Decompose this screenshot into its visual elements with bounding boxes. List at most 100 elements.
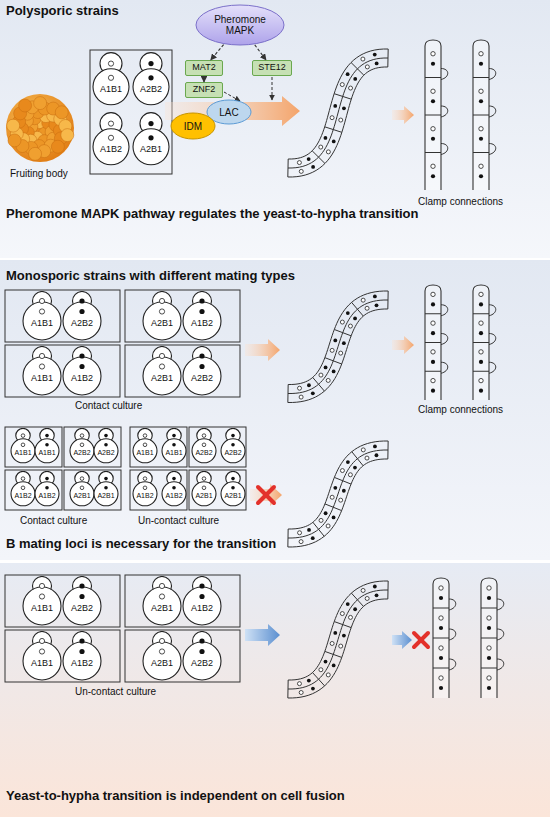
septum: [425, 152, 441, 153]
body-circle: [192, 482, 216, 506]
nucleus-open: [159, 353, 164, 358]
nucleus-filled: [45, 434, 49, 438]
yeast-cell: A1B1: [161, 428, 187, 466]
mating-type-label: A2B2: [55, 319, 109, 328]
nucleus-filled: [172, 434, 176, 438]
yeast-cell: A2B2: [55, 291, 109, 341]
nucleus-filled: [148, 135, 153, 140]
mating-type-label: A2B1: [132, 145, 170, 154]
fruiting-body-base: [6, 94, 74, 162]
nucleus-open: [487, 616, 491, 620]
yeast-cell: A1B2: [34, 471, 60, 509]
yeast-cell: A1B1: [15, 631, 69, 681]
nucleus-open: [297, 682, 301, 686]
nucleus-filled: [375, 453, 379, 457]
nucleus-open: [39, 309, 44, 314]
cell-outline: [175, 576, 229, 626]
nucleus-open: [326, 673, 330, 677]
hypha-wall: [473, 285, 489, 400]
nucleus-filled: [324, 366, 328, 370]
yeast-cell: A2B1: [191, 471, 217, 509]
nucleus-open: [361, 588, 365, 592]
mating-type-label: A2B1: [135, 659, 189, 668]
nucleus-filled: [311, 687, 315, 691]
mating-type-label: A1B1: [10, 449, 36, 456]
ellipse-shape: [171, 113, 215, 139]
mating-type-label: A2B1: [93, 492, 119, 499]
septum: [325, 504, 342, 511]
nucleus-filled: [439, 686, 443, 690]
yeast-cell: A2B1: [132, 112, 170, 170]
nucleus-open: [348, 615, 352, 619]
nucleus-filled: [307, 157, 311, 161]
nucleus-filled: [373, 295, 377, 299]
hypha-wall: [433, 578, 449, 698]
panel-caption: Yeast-to-hypha transition is independent…: [6, 789, 345, 803]
nucleus-open: [326, 378, 330, 382]
septum: [352, 302, 364, 316]
mating-type-label: A1B2: [132, 492, 158, 499]
septum: [334, 622, 351, 628]
nucleus-open: [479, 321, 483, 325]
mating-type-label: A2B1: [135, 604, 189, 613]
nucleus-open: [159, 583, 164, 588]
nucleus-filled: [307, 528, 311, 532]
mating-type-label: A1B1: [161, 449, 187, 456]
nucleus-filled: [375, 303, 379, 307]
nucleus-open: [299, 540, 303, 544]
yeast-cell: A2B2: [175, 346, 229, 396]
cell-outline: [132, 428, 158, 466]
nucleus-filled: [479, 99, 483, 103]
nucleus-open: [479, 378, 483, 382]
mating-type-label: A2B2: [69, 449, 95, 456]
nucleus-filled: [79, 364, 84, 369]
body-circle: [70, 439, 94, 463]
nucleus-open: [143, 443, 147, 447]
fruiting-body-lobe: [51, 140, 64, 153]
yeast-cell: A1B1: [15, 291, 69, 341]
mating-type-label: A1B2: [161, 492, 187, 499]
mating-type-label: A2B1: [135, 319, 189, 328]
nucleus-filled: [199, 353, 204, 358]
cell-outline: [55, 291, 109, 341]
septum: [473, 371, 489, 372]
nucleus-filled: [172, 486, 176, 490]
cell-outline: [15, 291, 69, 341]
nucleus-filled: [375, 62, 379, 66]
yeast-cell: A2B1: [135, 291, 189, 341]
body-circle: [94, 439, 118, 463]
cell-outline: [175, 346, 229, 396]
nucleus-filled: [172, 443, 176, 447]
nucleus-filled: [479, 137, 483, 141]
nucleus-open: [330, 116, 334, 120]
yeast-cell: A1B1: [15, 576, 69, 626]
nucleus-filled: [199, 583, 204, 588]
nucleus-filled: [79, 583, 84, 588]
fruiting-body-lobe: [7, 119, 20, 132]
mating-type-label: A2B2: [175, 659, 229, 668]
pathway-label: IDM: [170, 112, 216, 140]
nucleus-filled: [333, 631, 337, 635]
yeast-cell: A2B1: [135, 576, 189, 626]
nucleus-open: [319, 145, 323, 149]
body-circle: [70, 482, 94, 506]
septum: [473, 77, 489, 78]
nucleus-open: [159, 309, 164, 314]
nucleus-filled: [487, 686, 491, 690]
nucleus-filled: [487, 656, 491, 660]
cell-outline: [15, 346, 69, 396]
nucleus-open: [339, 644, 343, 648]
figure-label: Un-contact culture: [138, 515, 219, 526]
nucleus-open: [340, 320, 344, 324]
nucleus-open: [330, 495, 334, 499]
body-circle: [162, 482, 186, 506]
nucleus-open: [159, 364, 164, 369]
nucleus-filled: [431, 137, 435, 141]
nucleus-open: [326, 150, 330, 154]
nucleus-open: [202, 486, 206, 490]
nucleus-filled: [231, 486, 235, 490]
septum: [352, 452, 363, 466]
yeast-cell: A2B2: [220, 428, 246, 466]
panel-caption: Pheromone MAPK pathway regulates the yea…: [6, 207, 418, 221]
septum: [425, 313, 441, 314]
